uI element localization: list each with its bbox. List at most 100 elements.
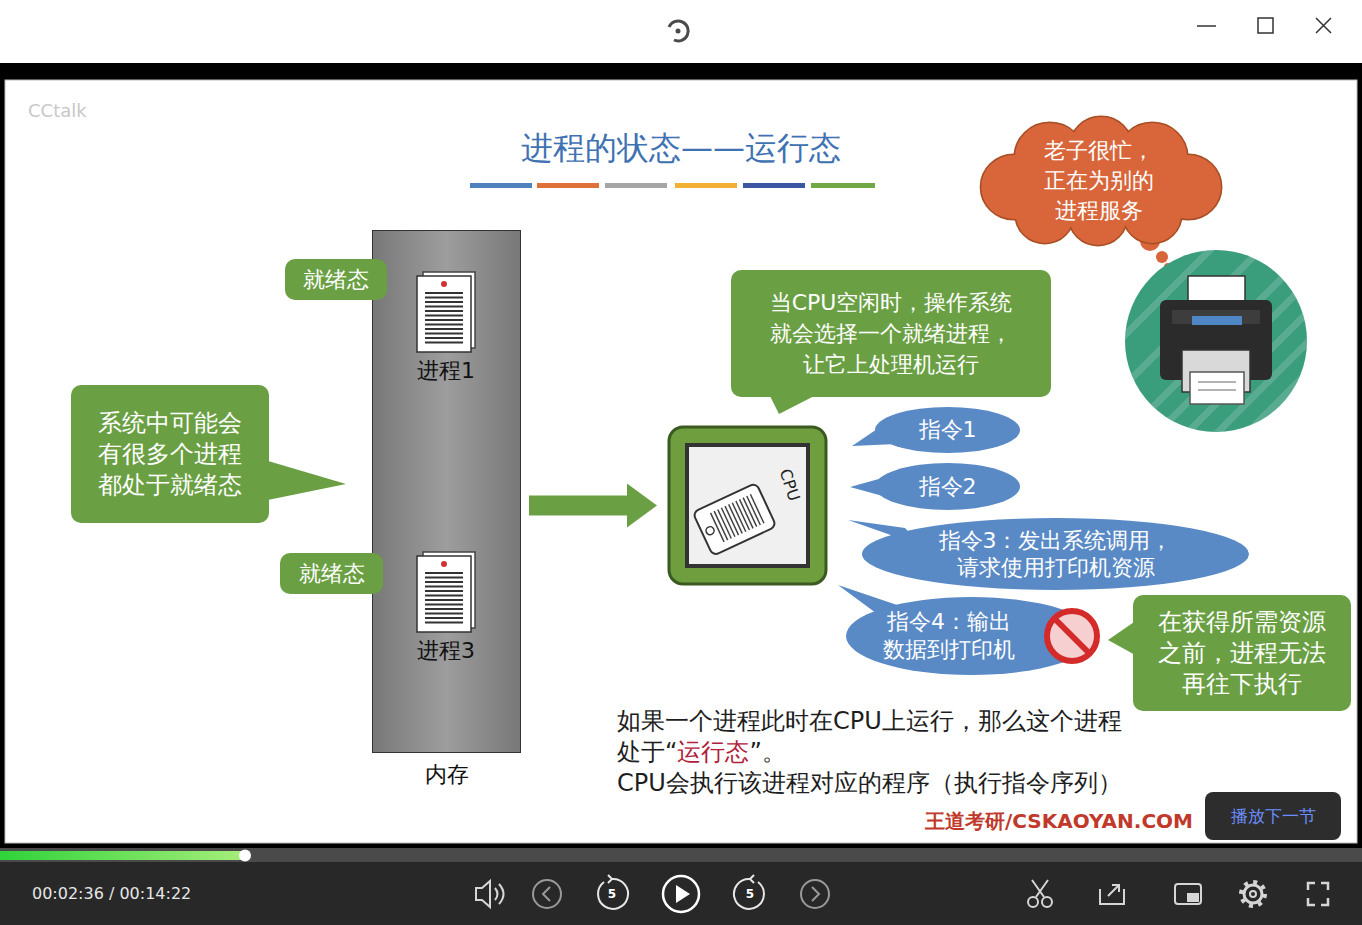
node-text: 系统中可能会 有很多个进程 都处于就绪态 <box>87 408 253 501</box>
volume-icon <box>495 884 504 904</box>
scissors-icon <box>1028 880 1052 907</box>
progress-bar <box>0 851 245 860</box>
prohibit-sign <box>1047 611 1097 661</box>
skip-seconds: 5 <box>606 886 618 902</box>
watermark: CCtalk <box>28 99 87 122</box>
fullscreen-icon <box>1308 883 1328 905</box>
node-text: 进程1 <box>401 357 491 385</box>
pip-icon <box>1188 894 1198 901</box>
document-icon <box>425 293 463 343</box>
chip-drawing <box>705 525 716 536</box>
window-bar <box>0 0 1362 63</box>
settings-icon <box>1241 882 1265 906</box>
slide-title: 进程的状态——运行态 <box>521 126 841 170</box>
forward-icon <box>734 875 764 909</box>
node-text: 就绪态 <box>299 560 365 588</box>
document-icon <box>401 269 491 355</box>
node-text: 内存 <box>373 761 520 789</box>
chip-drawing <box>665 423 830 588</box>
cpu-chip: CPU <box>665 423 830 588</box>
next-icon <box>801 880 829 908</box>
title-rule <box>470 183 532 188</box>
note-callout: 当CPU空闲时，操作系统 就会选择一个就绪进程， 让它上处理机运行 <box>731 270 1051 397</box>
share-icon <box>1100 885 1124 904</box>
instruction-bubble: 指令4：输出 数据到打印机 <box>846 597 1096 675</box>
fullscreen-icon <box>1308 883 1328 905</box>
chip-drawing <box>693 483 777 556</box>
process-icon: 进程1 <box>401 269 491 386</box>
window-bar <box>676 29 681 34</box>
progress-bar <box>0 848 1362 862</box>
progress-bar <box>0 848 1362 862</box>
settings-icon <box>1244 885 1262 903</box>
printer-illustration <box>1198 382 1236 390</box>
node-text: 老子很忙， 正在为别的 进程服务 <box>1023 136 1174 226</box>
next-icon <box>801 880 829 908</box>
window-bar <box>1316 18 1331 33</box>
instruction-bubble: 指令3：发出系统调用， 请求使用打印机资源 <box>862 518 1249 590</box>
control-bar <box>0 862 1362 925</box>
process-icon: 进程3 <box>401 549 491 666</box>
flow-arrow <box>529 496 627 516</box>
control-bar <box>0 862 1362 925</box>
window-bar <box>1258 18 1273 33</box>
video-frame <box>0 63 1362 848</box>
time-display: 00:02:36 / 00:14:22 <box>32 883 191 904</box>
window-bar <box>0 0 1362 63</box>
printer-illustration <box>1172 310 1260 324</box>
pip-icon <box>1175 884 1201 904</box>
skip-seconds: 5 <box>744 886 756 902</box>
play-icon <box>663 876 699 912</box>
next-button: 播放下一节 <box>1205 792 1341 840</box>
chip-drawing <box>669 427 826 584</box>
rewind-icon <box>598 875 628 909</box>
document-icon <box>425 573 463 623</box>
thought-bubble <box>1156 251 1168 263</box>
progress-bar <box>239 850 251 862</box>
node-text: 就绪态 <box>303 266 369 294</box>
title-rule <box>470 183 875 188</box>
node-text: 指令3：发出系统调用， 请求使用打印机资源 <box>922 527 1189 581</box>
prohibit-sign <box>1055 619 1089 653</box>
highlight-term: 运行态 <box>677 738 749 766</box>
rewind-icon <box>608 875 612 883</box>
pip-icon <box>1175 884 1201 904</box>
title-rule <box>743 183 805 188</box>
forward-icon <box>734 879 764 909</box>
title-rule <box>811 183 875 188</box>
chip-drawing <box>693 483 777 556</box>
video-frame <box>5 80 1357 843</box>
title-rule <box>675 183 737 188</box>
note-callout: 系统中可能会 有很多个进程 都处于就绪态 <box>71 385 269 523</box>
volume-icon <box>476 881 504 907</box>
forward-icon <box>750 875 754 883</box>
callout-tail <box>258 458 346 502</box>
node-text: 进程3 <box>401 637 491 665</box>
chip-drawing <box>687 445 808 566</box>
previous-icon <box>533 880 561 908</box>
printer-illustration <box>1192 316 1242 325</box>
previous-icon <box>543 887 550 901</box>
state-callout: 就绪态 <box>280 553 383 594</box>
scissors-icon <box>1028 897 1038 907</box>
title-rule <box>605 183 667 188</box>
settings-icon <box>1241 882 1265 906</box>
instruction-bubble: 指令2 <box>875 463 1020 510</box>
prohibit-sign <box>1043 607 1101 665</box>
document-icon <box>401 549 491 635</box>
state-callout: 就绪态 <box>285 259 387 300</box>
previous-icon <box>533 880 561 908</box>
caption-text: CPU会执行该进程对应的程序（执行指令序列） <box>617 768 1177 799</box>
next-icon <box>812 887 819 901</box>
window-bar <box>669 21 688 41</box>
scissors-icon <box>1042 897 1052 907</box>
volume-icon <box>476 881 490 907</box>
window-bar <box>1197 25 1216 27</box>
scissors-icon <box>1032 880 1048 897</box>
brand-watermark: 王道考研/CSKAOYAN.COM <box>925 808 1193 834</box>
node-text: 当CPU空闲时，操作系统 就会选择一个就绪进程， 让它上处理机运行 <box>747 287 1035 380</box>
node-text: 在获得所需资源 之前，进程无法 再往下执行 <box>1147 607 1337 700</box>
node-text: 指令4：输出 数据到打印机 <box>876 608 1022 664</box>
video-frame <box>0 63 1362 848</box>
play-icon <box>676 885 690 903</box>
